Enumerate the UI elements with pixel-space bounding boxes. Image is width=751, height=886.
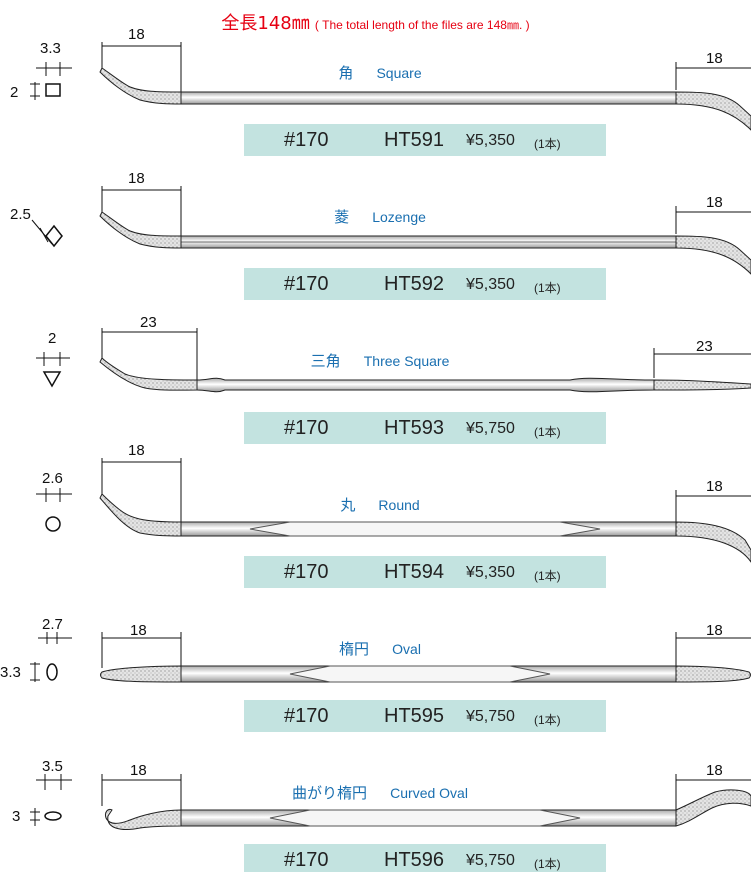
product-price: ¥5,750 [466,708,515,725]
price-unit: (1本) [534,713,561,727]
product-block-square: 18 18 3.3 2 角 Square #170 HT591 ¥5,350 (… [0,26,751,166]
left-length-label: 18 [128,170,145,187]
right-length-label: 18 [706,194,723,211]
product-name-jp: 菱 [334,208,350,226]
section-width-label: 2 [48,330,57,347]
product-name-en: Oval [392,641,421,657]
file-drawing-curved-oval [30,774,751,830]
file-drawing-oval [30,632,751,683]
product-code: HT591 [384,129,445,151]
product-price: ¥5,350 [466,564,515,581]
product-info-box: #170 HT596 ¥5,750 (1本) [244,844,606,872]
file-drawing-three-square [36,328,751,393]
file-drawing-square [30,42,751,131]
section-width-label: 2.7 [42,616,63,633]
product-name-en: Three Square [363,353,450,369]
grit-label: #170 [284,129,329,151]
grit-label: #170 [284,273,329,295]
file-drawing-round [36,458,751,563]
price-unit: (1本) [534,857,561,871]
total-length-title: 全長148㎜ [221,13,310,34]
product-block-three-square: 2 23 23 三角 Three Square #170 HT593 ¥5,75… [0,314,751,454]
left-length-label: 18 [128,26,145,43]
product-name-jp: 楕円 [339,640,370,658]
grit-label: #170 [284,849,329,871]
price-unit: (1本) [534,281,561,295]
product-name-jp: 曲がり楕円 [292,784,368,802]
section-width-label: 3.5 [42,758,63,775]
product-code: HT592 [384,273,445,295]
left-length-label: 18 [128,442,145,459]
product-name: 三角 Three Square [180,350,580,371]
left-length-label: 18 [130,622,147,639]
file-drawing-lozenge [31,186,751,275]
product-block-round: 2.6 18 18 丸 Round #170 HT594 ¥5,350 (1本) [0,442,751,598]
section-width-label: 3.3 [40,40,61,57]
product-info-box: #170 HT594 ¥5,350 (1本) [244,556,606,588]
product-name: 菱 Lozenge [180,206,580,227]
grit-label: #170 [284,705,329,727]
right-length-label: 23 [696,338,713,355]
price-unit: (1本) [534,425,561,439]
product-price: ¥5,750 [466,852,515,869]
grit-label: #170 [284,561,329,583]
product-name-en: Lozenge [372,209,426,225]
price-unit: (1本) [534,137,561,151]
product-name: 角 Square [180,62,580,83]
section-height-label: 2 [10,84,19,101]
product-name-en: Round [378,497,420,513]
product-name-jp: 丸 [340,496,356,514]
product-name-jp: 角 [338,64,354,82]
section-height-label: 3 [12,808,21,825]
product-code: HT596 [384,849,445,871]
right-length-label: 18 [706,762,723,779]
section-diagonal-label: 2.5 [10,206,31,223]
product-price: ¥5,750 [466,420,515,437]
total-length-subtitle: ( The total length of the files are 148㎜… [314,18,530,32]
right-length-label: 18 [706,478,723,495]
price-unit: (1本) [534,569,561,583]
product-name-en: Square [376,65,422,81]
product-block-lozenge: 2.5 18 18 菱 Lozenge #170 HT592 ¥5,350 (1… [0,170,751,310]
left-length-label: 23 [140,314,157,331]
product-code: HT595 [384,705,445,727]
product-info-box: #170 HT595 ¥5,750 (1本) [244,700,606,732]
right-length-label: 18 [706,622,723,639]
product-info-box: #170 HT592 ¥5,350 (1本) [244,268,606,300]
product-name-en: Curved Oval [390,785,468,801]
left-length-label: 18 [130,762,147,779]
product-info-box: #170 HT591 ¥5,350 (1本) [244,124,606,156]
product-info-box: #170 HT593 ¥5,750 (1本) [244,412,606,444]
product-block-curved-oval: 3.5 3 18 18 曲がり楕円 Curved Oval #170 HT596… [0,746,751,886]
right-length-label: 18 [706,50,723,67]
product-name: 丸 Round [180,494,580,515]
product-price: ¥5,350 [466,276,515,293]
section-height-label: 3.3 [0,664,21,681]
product-name: 楕円 Oval [180,638,580,659]
product-code: HT593 [384,417,445,439]
product-name-jp: 三角 [310,352,341,370]
product-price: ¥5,350 [466,132,515,149]
grit-label: #170 [284,417,329,439]
product-name: 曲がり楕円 Curved Oval [180,782,580,803]
section-diameter-label: 2.6 [42,470,63,487]
page-header: 全長148㎜ ( The total length of the files a… [0,9,751,35]
product-block-oval: 2.7 3.3 18 18 楕円 Oval #170 HT595 ¥5,750 … [0,602,751,742]
product-code: HT594 [384,561,445,583]
